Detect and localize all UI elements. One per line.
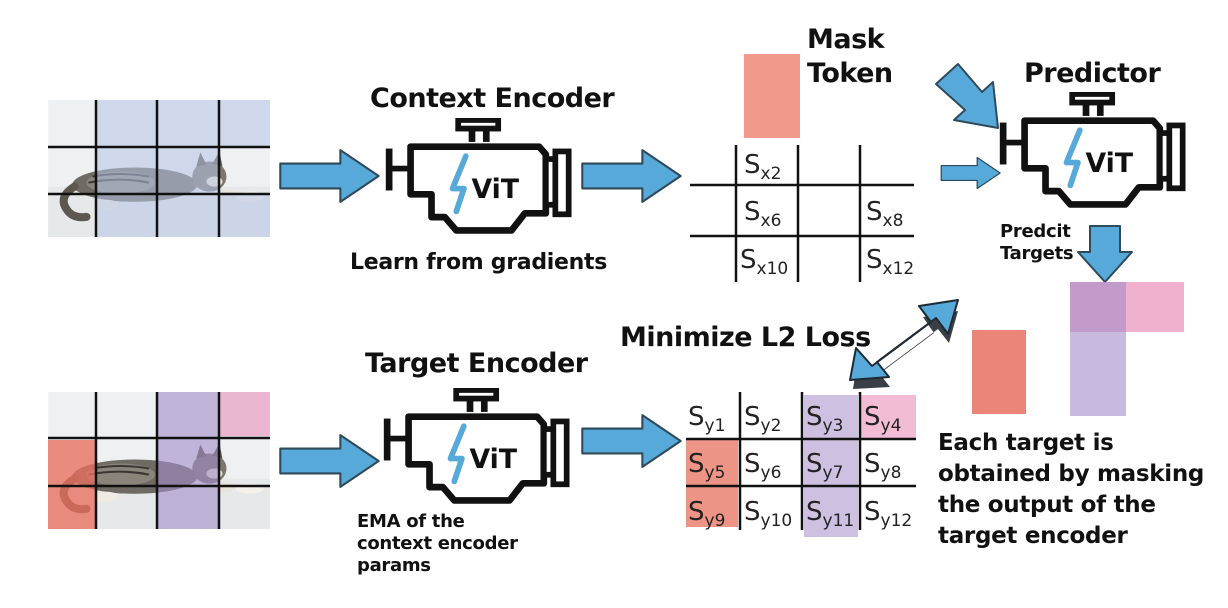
context-grid-lines — [48, 100, 270, 237]
double-arrow-icon — [849, 299, 959, 389]
arrow-right-icon — [581, 149, 682, 203]
context-encoder-title: Context Encoder — [370, 83, 615, 114]
context-token-x12: Sx12 — [866, 245, 914, 279]
pink-target-block — [219, 392, 270, 436]
target-token-y7: Sy7 — [806, 449, 843, 483]
ema-label: EMA of the context encoder params — [357, 511, 518, 576]
mask-token-block — [744, 54, 800, 138]
predictor-title: Predictor — [1024, 58, 1161, 89]
target-token-y5: Sy5 — [688, 449, 725, 483]
target-encoder-title: Target Encoder — [365, 348, 588, 379]
context-token-grid — [690, 145, 914, 282]
target-token-grid — [686, 392, 916, 530]
target-token-y12: Sy12 — [864, 497, 912, 531]
pink-target-cells — [860, 395, 916, 439]
predicted-targets — [972, 282, 1184, 416]
target-token-y6: Sy6 — [744, 449, 781, 483]
predictor-engine-icon — [1000, 94, 1183, 204]
target-token-y4: Sy4 — [864, 402, 901, 436]
context-token-x10: Sx10 — [740, 245, 788, 279]
context-token-x6: Sx6 — [744, 197, 781, 231]
context-encoder-engine-icon — [386, 120, 569, 230]
minimize-loss-label: Minimize L2 Loss — [620, 322, 871, 353]
learn-from-gradients-label: Learn from gradients — [350, 250, 608, 275]
target-token-y9: Sy9 — [688, 497, 725, 531]
target-token-y1: Sy1 — [688, 402, 725, 436]
arrow-down-icon — [1077, 225, 1133, 283]
context-cat-image — [48, 100, 270, 237]
purple-target-cells — [804, 395, 858, 537]
predict-targets-label: Predcit Targets — [1000, 221, 1074, 264]
target-highlight-blocks — [686, 395, 916, 537]
red-predicted-target — [972, 330, 1026, 414]
target-token-y10: Sy10 — [744, 497, 792, 531]
target-cat-image — [48, 392, 270, 529]
red-target-cells — [686, 439, 738, 527]
red-target-block — [48, 440, 96, 529]
context-token-x8: Sx8 — [866, 197, 903, 231]
arrow-right-icon — [940, 156, 1002, 190]
context-token-x2: Sx2 — [744, 150, 781, 184]
purple-target-block — [157, 392, 219, 529]
arrow-right-icon — [279, 149, 380, 203]
purple-predicted-target — [1070, 282, 1126, 416]
each-target-description: Each target is obtained by masking the o… — [938, 430, 1205, 549]
target-encoder-engine-icon — [384, 390, 567, 500]
target-token-y11: Sy11 — [806, 497, 854, 531]
arrow-right-icon — [279, 434, 380, 488]
mask-token-label: Mask Token — [807, 24, 893, 89]
target-token-y2: Sy2 — [744, 402, 781, 436]
target-token-y3: Sy3 — [806, 402, 843, 436]
arrow-right-icon — [581, 414, 682, 468]
target-token-y8: Sy8 — [864, 449, 901, 483]
target-grid-lines — [48, 392, 270, 529]
arrow-diagonal-icon — [935, 63, 999, 129]
